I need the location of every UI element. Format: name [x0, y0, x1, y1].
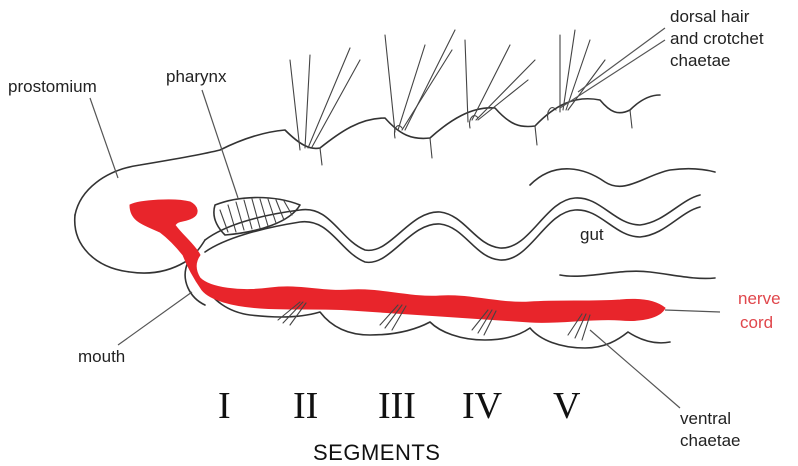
label-prostomium: prostomium: [8, 77, 97, 96]
segment-numeral: II: [293, 385, 318, 427]
segment-groove: [535, 126, 537, 145]
dorsal-chaetae-leader: [578, 28, 665, 92]
label-pharynx: pharynx: [166, 67, 227, 86]
gut: [205, 169, 715, 279]
label-nerve-2: cord: [740, 313, 773, 332]
ventral-chaetae-leader: [590, 330, 680, 408]
label-mouth: mouth: [78, 347, 125, 366]
label-dorsal-2: and crotchet: [670, 29, 764, 48]
label-nerve-1: nerve: [738, 289, 781, 308]
label-gut: gut: [580, 225, 604, 244]
dorsal-body-outline: [75, 95, 660, 215]
segment-numeral: I: [218, 385, 231, 427]
pharynx: [214, 198, 300, 236]
prostomium-leader: [90, 98, 118, 178]
dorsal-chaetae-leader: [560, 40, 665, 108]
nerve-cord: [130, 200, 665, 323]
segment-groove: [320, 148, 322, 165]
segment-numeral: III: [378, 385, 416, 427]
segment-numeral: IV: [462, 385, 503, 427]
label-ventral-2: chaetae: [680, 431, 741, 450]
label-dorsal-3: chaetae: [670, 51, 731, 70]
nerve-cord-leader: [665, 310, 720, 312]
dorsal-chaetae: [290, 30, 605, 150]
mouth-leader: [118, 292, 192, 345]
label-dorsal-1: dorsal hair: [670, 7, 750, 26]
segments-title: SEGMENTS: [313, 440, 440, 465]
segment-groove: [630, 110, 632, 128]
segment-numeral: V: [553, 385, 581, 427]
segment-groove: [430, 138, 432, 158]
label-ventral-1: ventral: [680, 409, 731, 428]
